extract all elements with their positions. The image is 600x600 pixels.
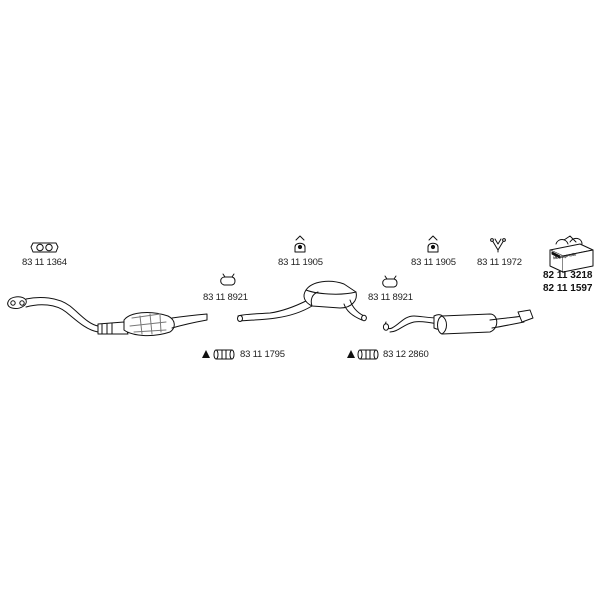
clamp-right-icon [382,275,398,288]
part-number-connector-left[interactable]: 83 11 1795 [240,349,285,360]
part-number-mounting-kit-1[interactable]: 82 11 3218 [543,270,593,281]
part-number-gasket-front[interactable]: 83 11 1364 [22,257,67,268]
hanger-v-icon [490,238,506,253]
front-pipe-catalyst [7,296,208,337]
middle-pipe-muffler [237,280,367,322]
part-number-clamp-right[interactable]: 83 11 8921 [368,292,413,303]
clamp-left-icon [220,273,236,286]
part-number-hanger-center[interactable]: 83 11 1905 [278,257,323,268]
warning-triangle-icon [347,350,355,358]
part-number-mounting-kit-2[interactable]: 82 11 1597 [543,283,593,294]
connector-right-icon [357,349,379,360]
part-number-clamp-left[interactable]: 83 11 8921 [203,292,248,303]
warning-triangle-icon [202,350,210,358]
part-number-hanger-v[interactable]: 83 11 1972 [477,257,522,268]
hanger-center-icon [294,235,306,253]
mounting-kit-box-icon [549,235,594,273]
part-number-hanger-right[interactable]: 83 11 1905 [411,257,456,268]
gasket-front-icon [30,242,59,253]
hanger-right-icon [427,235,439,253]
part-number-connector-right[interactable]: 83 12 2860 [383,349,429,360]
rear-pipe-muffler [382,309,534,335]
connector-left-icon [213,349,235,360]
